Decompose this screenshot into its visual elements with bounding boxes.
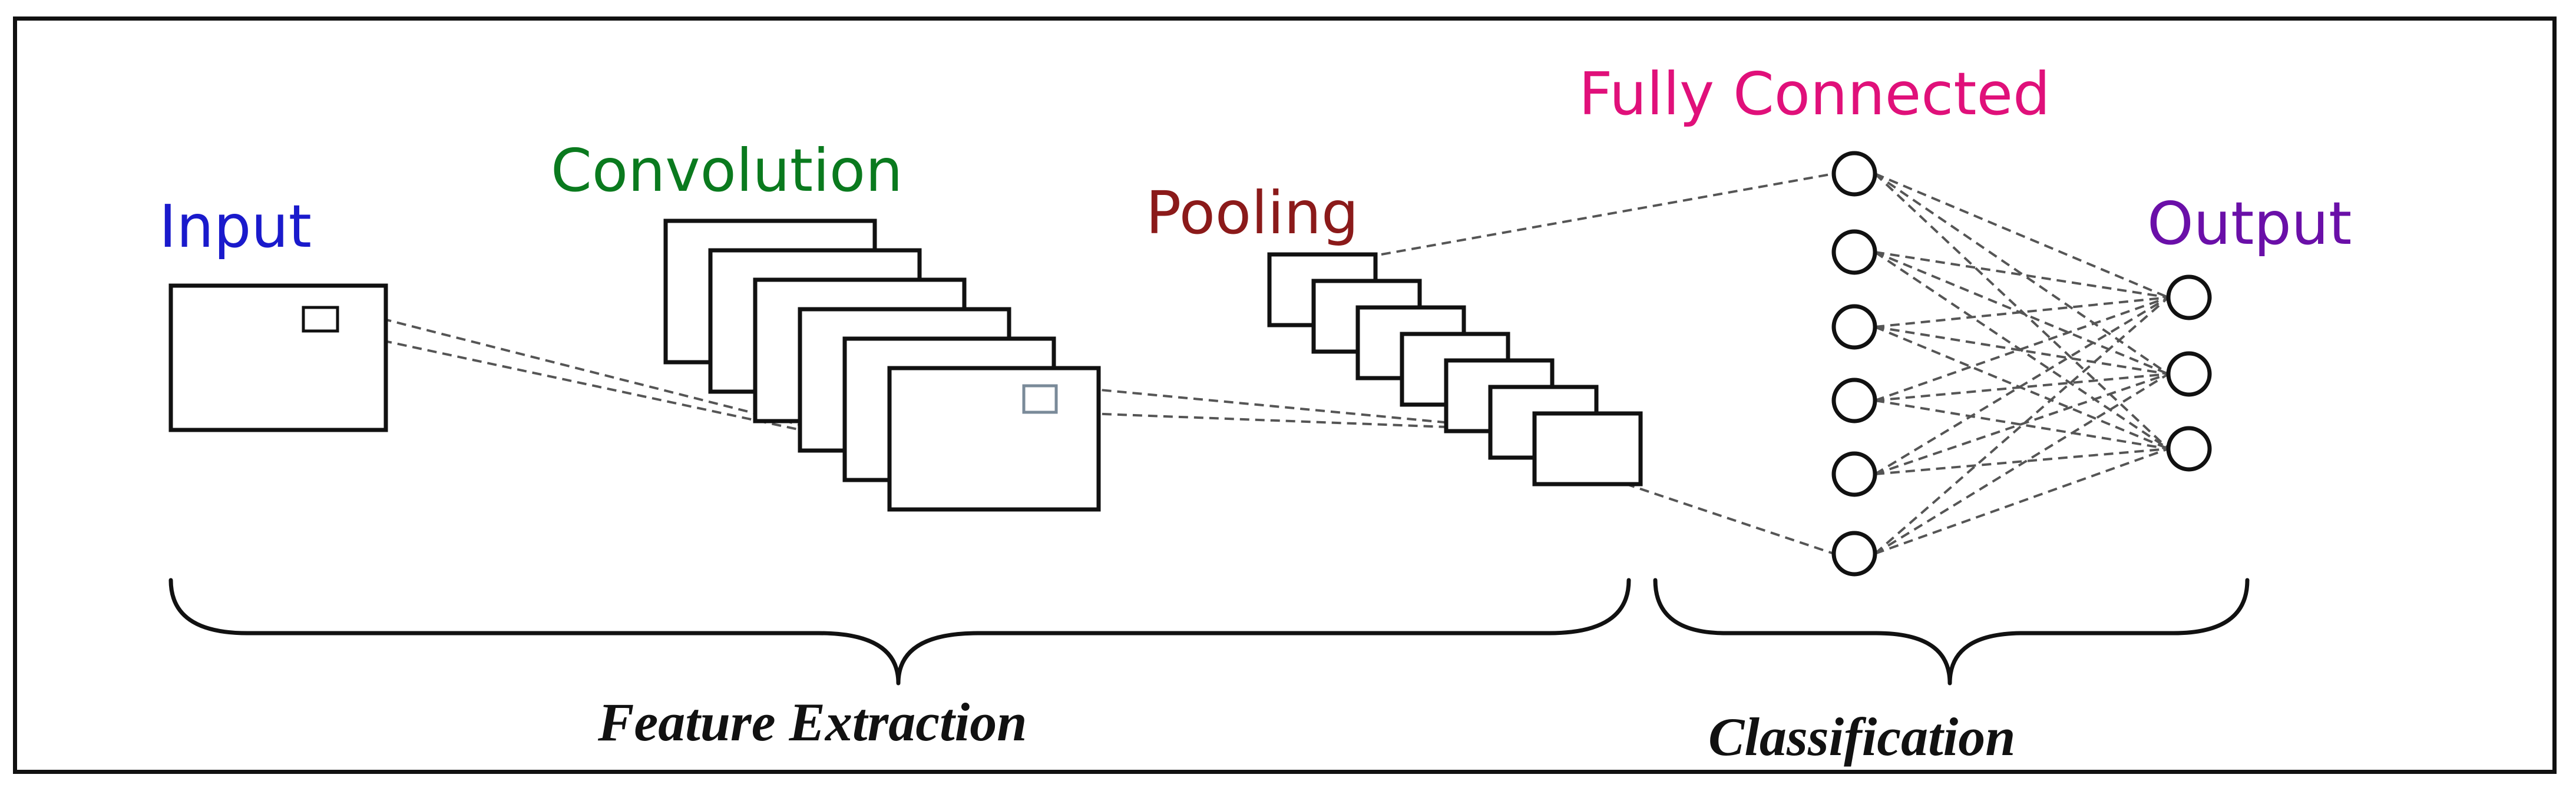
input-to-conv-line — [337, 330, 925, 458]
fc-to-output-line — [1874, 251, 2169, 299]
fully-connected-node — [1831, 451, 1877, 497]
fc-to-output-line — [1874, 296, 2170, 555]
fc-to-output-line — [1874, 296, 2169, 328]
fc-to-output-line — [1874, 448, 2169, 475]
fc-to-output-line — [1874, 251, 2169, 375]
pooling-map — [1532, 411, 1643, 486]
fc-to-output-line — [1874, 373, 2169, 402]
group-braces — [168, 578, 2250, 686]
output-label: Output — [2147, 189, 2352, 258]
input-to-conv-line — [337, 306, 925, 458]
fc-to-output-line — [1874, 326, 2169, 375]
input-label: Input — [159, 192, 312, 261]
fully-connected-node — [1831, 378, 1877, 423]
output-node — [2166, 274, 2212, 320]
input-receptive-field — [302, 306, 339, 333]
diagram-frame — [13, 16, 2557, 774]
fc-to-output-line — [1874, 399, 2169, 450]
fc-to-output-line — [1874, 296, 2170, 475]
input-map — [168, 283, 388, 432]
fully-connected-node — [1831, 151, 1877, 197]
connection-lines — [337, 173, 2170, 555]
fc-to-output-line — [1874, 251, 2170, 450]
convolution-label: Convolution — [551, 136, 903, 205]
fc-to-output-line — [1874, 173, 2170, 450]
feature-extraction-label: Feature Extraction — [598, 692, 1027, 752]
fc-to-output-line — [1874, 373, 2169, 475]
pooling-label: Pooling — [1146, 178, 1359, 247]
fc-to-output-line — [1874, 296, 2169, 402]
fully-connected-label: Fully Connected — [1579, 59, 2051, 128]
feature-extraction-brace — [168, 578, 1631, 686]
fully-connected-node — [1831, 304, 1877, 350]
convolution-map — [887, 366, 1101, 512]
classification-label: Classification — [1708, 707, 2016, 767]
layer-shapes — [168, 151, 2212, 577]
convolution-receptive-field — [1022, 384, 1058, 414]
pool-to-fc-line — [1381, 173, 1834, 256]
fc-to-output-line — [1874, 173, 2169, 299]
fc-to-output-line — [1874, 373, 2170, 555]
fully-connected-node — [1831, 229, 1877, 275]
classification-brace — [1653, 578, 2250, 686]
fully-connected-node — [1831, 531, 1877, 577]
conv-to-pool-line — [1056, 385, 1526, 431]
output-node — [2166, 426, 2212, 472]
pool-to-fc-line — [1596, 473, 1834, 555]
fc-to-output-line — [1874, 448, 2169, 555]
output-node — [2166, 351, 2212, 397]
